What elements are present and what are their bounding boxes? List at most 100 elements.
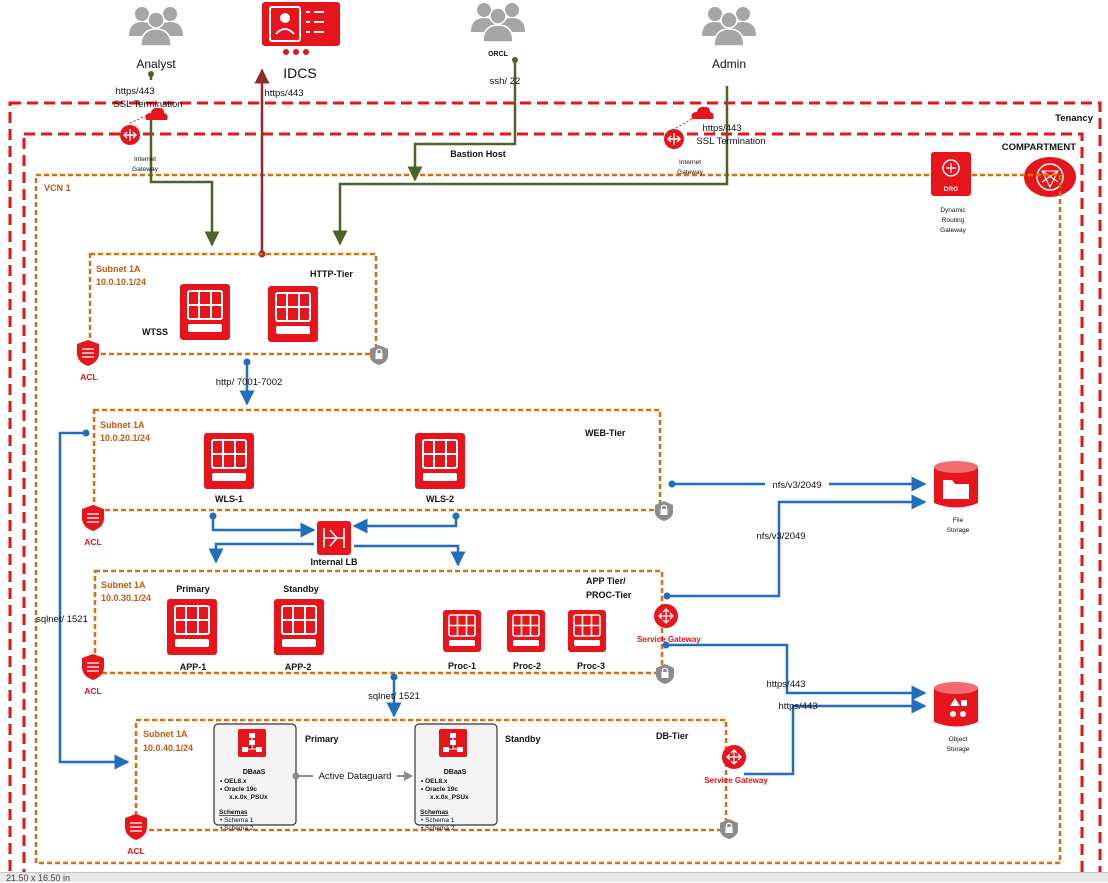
- wtss-label: WTSS: [142, 327, 168, 337]
- service-gateway-icon-app: [654, 604, 678, 628]
- app-2-server-icon: [273, 598, 325, 656]
- app-tier-label-1: APP Tier/: [586, 576, 626, 586]
- dbaas-primary-bullet-3: x.x.0x_PSUx: [229, 794, 268, 801]
- http-tier-label: HTTP-Tier: [310, 269, 353, 279]
- internet-gateway-label-right-2: Gateway: [677, 169, 703, 176]
- drg-icon: [931, 152, 971, 196]
- sqlnet-mid-label: sqlnet/ 1521: [368, 691, 420, 702]
- ssh-label: ssh/ 22: [490, 76, 521, 87]
- active-dataguard-label: Active Dataguard: [319, 771, 392, 782]
- db-tier-label: DB-Tier: [656, 731, 689, 741]
- proc-2-label: Proc-2: [513, 661, 541, 671]
- analyst-https-label: https/443: [115, 86, 154, 97]
- analyst-connector-dot: [148, 71, 154, 77]
- dbaas-primary-title: DBaaS: [243, 769, 266, 776]
- internet-gateway-label-left-1: Internet: [134, 156, 156, 163]
- dbaas-standby-card: DBaaS • OEL8.x • Oracle 19c x.x.0x_PSUx …: [414, 723, 498, 832]
- acl-shield-icon-app: [81, 653, 105, 681]
- internet-gateway-icon-right: [663, 128, 685, 150]
- subnet-http-cidr: 10.0.10.1/24: [96, 277, 146, 287]
- object-storage-label-2: Storage: [947, 746, 970, 753]
- app-1-label: APP-1: [180, 662, 207, 672]
- security-list-icon-http: [369, 344, 389, 366]
- proc-2-server-icon: [506, 609, 546, 653]
- dbaas-standby-icon: [438, 728, 468, 758]
- dbaas-standby-bullet-1: • OEL8.x: [421, 778, 448, 785]
- subnet-db-name: Subnet 1A: [143, 729, 188, 739]
- acl-shield-icon-http: [76, 339, 100, 367]
- idcs-https-label: https/443: [264, 88, 303, 99]
- proc-3-label: Proc-3: [577, 661, 605, 671]
- app-db-connector-dot: [390, 673, 398, 681]
- https-object-label-1: https/443: [766, 679, 805, 690]
- vcn-boundary: [34, 173, 1062, 865]
- drg-badge: DRG: [944, 186, 958, 193]
- dbaas-standby-schema-1: • Schema 1: [421, 817, 455, 824]
- subnet-db-tier: [134, 718, 728, 832]
- http-7001-label: http/ 7001-7002: [216, 377, 283, 388]
- wls-1-server-icon: [203, 432, 255, 490]
- app-primary-label: Primary: [176, 584, 210, 594]
- wls-2-label: WLS-2: [426, 494, 454, 504]
- object-storage-icon: [934, 682, 978, 727]
- internet-gateway-label-right-1: Internet: [679, 159, 701, 166]
- db-primary-label: Primary: [305, 734, 339, 744]
- dbaas-standby-bullet-2: • Oracle 19c: [421, 786, 458, 793]
- drg-label-1: Dynamic: [940, 207, 966, 214]
- subnet-web-cidr: 10.0.20.1/24: [100, 433, 150, 443]
- acl-shield-icon-db: [124, 813, 148, 841]
- drg-label-2: Routing: [942, 217, 965, 224]
- app-1-server-icon: [166, 598, 218, 656]
- service-gateway-icon-db: [722, 745, 746, 769]
- subnet-app-name: Subnet 1A: [101, 580, 146, 590]
- sqlnet-left-dot: [82, 429, 90, 437]
- analyst-user-icon: [128, 6, 184, 47]
- subnet-http-name: Subnet 1A: [96, 264, 141, 274]
- internal-lb-icon: [317, 521, 351, 555]
- proc-1-server-icon: [442, 609, 482, 653]
- file-storage-label-2: Storage: [947, 527, 970, 534]
- dbaas-standby-bullet-3: x.x.0x_PSUx: [430, 794, 469, 801]
- idcs-icon: [262, 2, 340, 55]
- dbaas-primary-bullet-2: • Oracle 19c: [220, 786, 257, 793]
- internal-lb-label: Internal LB: [310, 557, 358, 567]
- subnet-db-cidr: 10.0.40.1/24: [143, 743, 193, 753]
- dbaas-primary-schema-2: • Schema 2: [220, 825, 254, 832]
- internet-gateway-label-left-2: Gateway: [132, 166, 158, 173]
- ingress-connectors: [149, 60, 729, 247]
- db-standby-label: Standby: [505, 734, 541, 744]
- compartment-icon: [1024, 157, 1076, 197]
- sqlnet-left-connector: [58, 431, 130, 770]
- wls-2-server-icon: [414, 432, 466, 490]
- dbaas-standby-schemas-title: Schemas: [420, 809, 449, 816]
- subnet-web-name: Subnet 1A: [100, 420, 145, 430]
- subnet-app-cidr: 10.0.30.1/24: [101, 593, 151, 603]
- acl-label-web: ACL: [84, 537, 101, 547]
- acl-label-db: ACL: [127, 846, 144, 856]
- admin-https-label: https/443: [702, 123, 741, 134]
- proc-1-label: Proc-1: [448, 661, 476, 671]
- idcs-label: IDCS: [283, 65, 316, 81]
- dbaas-primary-schema-1: • Schema 1: [220, 817, 254, 824]
- tenancy-boundary: [8, 101, 1102, 882]
- admin-user-icon: [701, 6, 757, 47]
- app-tier-label-2: PROC-Tier: [586, 590, 632, 600]
- admin-label: Admin: [712, 57, 746, 71]
- orcl-user-icon: [470, 2, 526, 43]
- page-size-readout: 21.50 x 16.50 in: [6, 873, 71, 883]
- app-2-label: APP-2: [285, 662, 312, 672]
- compartment-boundary: [22, 132, 1084, 882]
- web-tier-label: WEB-Tier: [585, 428, 626, 438]
- wtss-server-icon-2: [267, 285, 319, 343]
- admin-ssl-label: SSL Termination: [696, 136, 765, 147]
- drg-label-3: Gateway: [940, 227, 966, 234]
- proc-3-server-icon: [567, 609, 607, 653]
- acl-shield-icon-web: [81, 504, 105, 532]
- storage-connectors: [666, 476, 927, 776]
- object-storage-label-1: Object: [949, 736, 968, 743]
- orcl-label: ORCL: [488, 51, 509, 58]
- wls-1-label: WLS-1: [215, 494, 243, 504]
- analyst-ssl-label: SSL Termination: [113, 99, 182, 110]
- sqlnet-left-label: sqlnet/ 1521: [36, 614, 88, 625]
